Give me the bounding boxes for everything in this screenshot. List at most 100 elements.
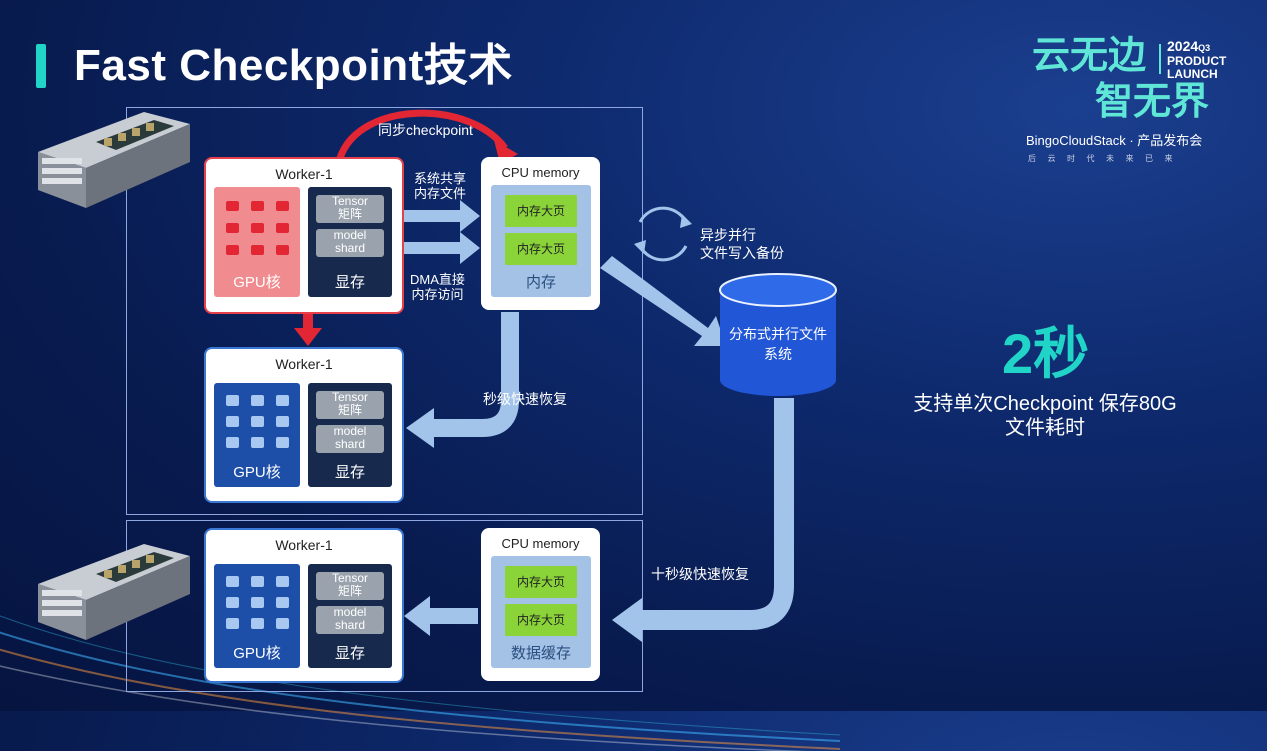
bottom-cpu-inner: 内存大页 内存大页 数据缓存 bbox=[491, 556, 591, 668]
tensor-line2: 矩阵 bbox=[337, 207, 362, 221]
mid-vram: Tensor 矩阵 model shard 显存 bbox=[308, 383, 392, 487]
bottom-gpu-label: GPU核 bbox=[233, 645, 281, 662]
model-line2: shard bbox=[334, 241, 366, 255]
bottom-worker-box: Worker-1 GPU核 Tensor 矩阵 model shard 显存 bbox=[204, 528, 404, 683]
second-recovery-arrowhead bbox=[406, 408, 434, 448]
stat-value: 2秒 bbox=[1002, 322, 1090, 385]
gpu-cell bbox=[226, 245, 239, 255]
shared-mem-arrow-head bbox=[460, 200, 480, 232]
async-write-label: 异步并行 文件写入备份 bbox=[700, 226, 784, 262]
tensor-line2: 矩阵 bbox=[337, 403, 362, 417]
gpu-cell bbox=[276, 576, 289, 587]
hugepage-2: 内存大页 bbox=[505, 604, 577, 636]
flow-arrows bbox=[294, 109, 837, 642]
tensor-line1: Tensor bbox=[331, 571, 369, 585]
gpu-cell bbox=[251, 416, 264, 427]
dma-arrow-shaft bbox=[392, 242, 462, 254]
stat-line1: 支持单次Checkpoint 保存80G bbox=[913, 393, 1177, 415]
distributed-fs-cylinder bbox=[719, 273, 837, 396]
bottom-cpu-label: CPU memory bbox=[501, 536, 580, 551]
bottom-cpu-inner-label: 数据缓存 bbox=[510, 645, 571, 662]
second-recovery-arrow bbox=[432, 312, 519, 437]
gpu-cell bbox=[226, 597, 239, 608]
mid-worker-label: Worker-1 bbox=[275, 356, 333, 372]
ten-second-recovery-label: 十秒级快速恢复 bbox=[651, 566, 749, 582]
gpu-cell bbox=[276, 597, 289, 608]
mid-tensor-chip: Tensor 矩阵 bbox=[316, 391, 384, 419]
mid-worker-box: Worker-1 GPU核 Tensor 矩阵 model shard 显存 bbox=[204, 347, 404, 503]
gpu-cell bbox=[226, 437, 239, 448]
top-model-chip: model shard bbox=[316, 229, 384, 257]
gpu-cell bbox=[251, 618, 264, 629]
brand-launch-block: 2024Q3 PRODUCT LAUNCH bbox=[1167, 38, 1237, 81]
gpu-cell bbox=[251, 395, 264, 406]
storage-line2: 系统 bbox=[764, 346, 792, 362]
gpu-cell bbox=[251, 201, 264, 211]
ten-second-recovery-arrowhead bbox=[612, 598, 642, 642]
second-recovery-label: 秒级快速恢复 bbox=[483, 391, 567, 407]
top-worker-box: Worker-1 GPU核 Tensor 矩阵 model shard 显存 bbox=[204, 157, 404, 314]
brand-year: 2024 bbox=[1167, 38, 1199, 54]
tensor-line1: Tensor bbox=[331, 194, 369, 208]
top-cpu-inner: 内存大页 内存大页 内存 bbox=[491, 185, 591, 297]
gpu-cell bbox=[276, 437, 289, 448]
mid-gpu-label: GPU核 bbox=[233, 464, 281, 481]
tensor-line2: 矩阵 bbox=[337, 584, 362, 598]
gpu-cell bbox=[276, 223, 289, 233]
top-vram-label: 显存 bbox=[334, 274, 365, 291]
brand-subtitle: BingoCloudStack · 产品发布会 bbox=[1026, 133, 1203, 148]
gpu-cell bbox=[226, 576, 239, 587]
bottom-gpu-core: GPU核 bbox=[214, 564, 300, 668]
top-cpu-memory-box: CPU memory 内存大页 内存大页 内存 bbox=[481, 157, 600, 310]
hugepage-2: 内存大页 bbox=[505, 233, 577, 265]
top-gpu-label: GPU核 bbox=[233, 274, 281, 291]
top-worker-label: Worker-1 bbox=[275, 166, 333, 182]
hugepage-1: 内存大页 bbox=[505, 195, 577, 227]
gpu-cell bbox=[226, 416, 239, 427]
brand-product: PRODUCT bbox=[1167, 54, 1227, 68]
dma-line2: 内存访问 bbox=[411, 287, 464, 302]
async-line1: 异步并行 bbox=[700, 227, 756, 243]
sync-checkpoint-label: 同步checkpoint bbox=[378, 122, 473, 138]
hugepage-1: 内存大页 bbox=[505, 566, 577, 598]
brand-launch: LAUNCH bbox=[1167, 67, 1218, 81]
dma-line1: DMA直接 bbox=[410, 272, 465, 287]
gpu-cell bbox=[276, 416, 289, 427]
server-icon-top bbox=[38, 112, 190, 208]
brand-line2: 智无界 bbox=[1095, 81, 1210, 123]
gpu-cell bbox=[226, 223, 239, 233]
gpu-cell bbox=[276, 395, 289, 406]
bottom-model-chip: model shard bbox=[316, 606, 384, 634]
top-vram: Tensor 矩阵 model shard 显存 bbox=[308, 187, 392, 297]
gpu-cell bbox=[226, 395, 239, 406]
top-tensor-chip: Tensor 矩阵 bbox=[316, 195, 384, 223]
cache-to-worker-arrow-shaft bbox=[428, 608, 478, 624]
gpu-cell bbox=[251, 245, 264, 255]
shared-mem-line2: 内存文件 bbox=[414, 186, 467, 201]
brand-separator bbox=[1159, 44, 1161, 74]
mid-vram-label: 显存 bbox=[334, 464, 365, 481]
shared-mem-line1: 系统共享 bbox=[414, 171, 467, 186]
model-line2: shard bbox=[334, 437, 366, 451]
top-cpu-label: CPU memory bbox=[501, 165, 580, 180]
async-cycle-icon bbox=[634, 206, 692, 262]
storage-line1: 分布式并行文件 bbox=[729, 326, 827, 342]
bottom-vram-label: 显存 bbox=[334, 645, 365, 662]
worker-down-arrow-head bbox=[294, 328, 322, 346]
server-icon-bottom bbox=[38, 544, 190, 640]
title-accent-bar bbox=[36, 44, 46, 88]
bottom-vram: Tensor 矩阵 model shard 显存 bbox=[308, 564, 392, 668]
brand-tagline: 后云时代未来已来 bbox=[1028, 154, 1184, 163]
brand-line1: 云无边 bbox=[1032, 35, 1147, 77]
gpu-cell bbox=[276, 618, 289, 629]
gpu-cell bbox=[251, 576, 264, 587]
model-line1: model bbox=[333, 228, 367, 242]
mid-gpu-core: GPU核 bbox=[214, 383, 300, 487]
async-write-arrow bbox=[600, 256, 726, 346]
top-cpu-inner-label: 内存 bbox=[525, 274, 556, 291]
async-line2: 文件写入备份 bbox=[700, 245, 784, 261]
gpu-cell bbox=[251, 437, 264, 448]
ten-second-recovery-arrow bbox=[640, 398, 794, 630]
top-gpu-core: GPU核 bbox=[214, 187, 300, 297]
dma-label: DMA直接 内存访问 bbox=[410, 272, 465, 302]
